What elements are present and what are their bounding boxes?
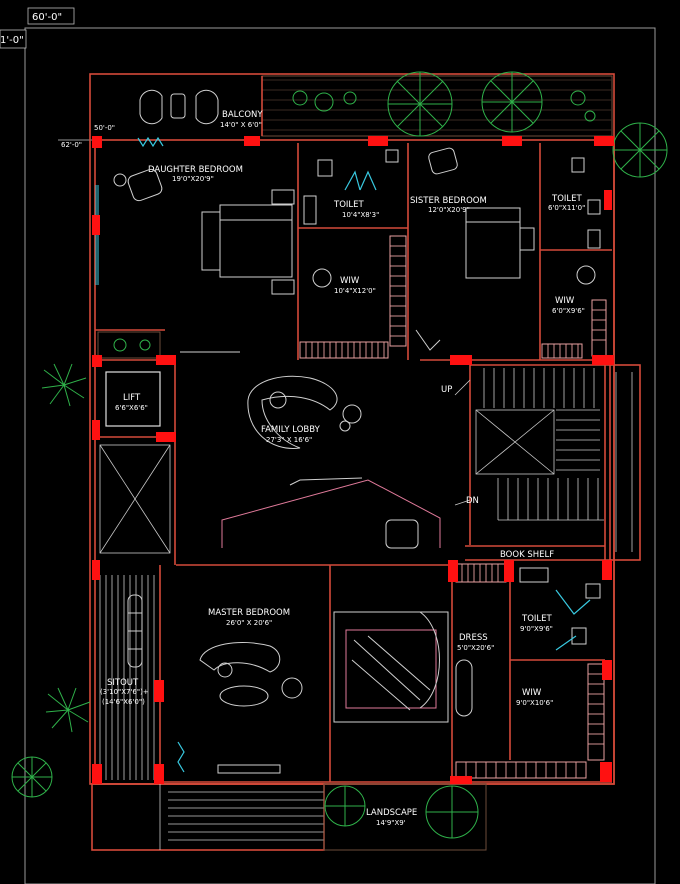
dim-balcony: 50'-0" bbox=[94, 124, 115, 132]
sitout-deck bbox=[99, 575, 155, 780]
balcony-window bbox=[137, 136, 164, 148]
palm-icon bbox=[41, 363, 87, 407]
sitout-size-2: (14'6"X6'0") bbox=[102, 698, 145, 706]
wiw-3-label: WIW bbox=[522, 688, 542, 698]
toilet-2-fixtures bbox=[571, 157, 601, 249]
plot-boundary bbox=[24, 27, 656, 884]
wiw-2-label: WIW bbox=[555, 296, 575, 306]
sitout-size-1: (3'10"X7'6")+ bbox=[100, 688, 149, 696]
master-sofa bbox=[199, 641, 303, 707]
wiw-1-shelf bbox=[299, 235, 407, 359]
master-window bbox=[177, 741, 185, 773]
landscape-label: LANDSCAPE bbox=[366, 808, 417, 818]
master-bed bbox=[333, 611, 449, 723]
balcony-plants bbox=[292, 90, 596, 122]
master-bedroom-label: MASTER BEDROOM bbox=[208, 608, 290, 618]
tree-icon bbox=[425, 785, 479, 839]
front-deck bbox=[91, 783, 325, 851]
dress-bench bbox=[455, 659, 473, 717]
master-console bbox=[217, 764, 281, 774]
wiw-1-size: 10'4"X12'0" bbox=[334, 287, 376, 295]
wiw-1-label: WIW bbox=[340, 276, 360, 286]
toilet-3-fixtures bbox=[519, 567, 601, 651]
stair-door bbox=[415, 329, 441, 351]
landscape-size: 14'9"X9' bbox=[376, 819, 406, 827]
daughter-bedroom-size: 19'0"X20'9" bbox=[172, 175, 214, 183]
wiw-1-stool bbox=[312, 268, 332, 288]
toilet-2-label: TOILET bbox=[551, 194, 582, 204]
tree-icon bbox=[612, 122, 668, 178]
wiw-3-shelves bbox=[455, 563, 605, 779]
tree-icon bbox=[387, 71, 453, 137]
staircase bbox=[454, 368, 604, 521]
planter-plant bbox=[113, 338, 127, 352]
dim-tag-left bbox=[0, 29, 27, 49]
sitout-label: SITOUT bbox=[107, 678, 139, 688]
lift-shaft bbox=[105, 371, 161, 427]
tree-icon bbox=[481, 71, 543, 133]
toilet-3-label: TOILET bbox=[521, 614, 552, 624]
family-lobby-label: FAMILY LOBBY bbox=[261, 425, 321, 435]
wiw-3-size: 9'0"X10'6" bbox=[516, 699, 553, 707]
right-window bbox=[609, 364, 641, 561]
daughter-bedroom-label: DAUGHTER BEDROOM bbox=[148, 165, 243, 175]
lobby-table bbox=[221, 477, 441, 549]
sister-bed bbox=[465, 207, 535, 279]
toilet-3-size: 9'0"X9'6" bbox=[520, 625, 553, 633]
void-cross bbox=[99, 444, 171, 554]
balcony-seating bbox=[139, 89, 219, 125]
lift-size: 6'6"X6'6" bbox=[115, 404, 148, 412]
dim-left: 1'-0" bbox=[0, 35, 24, 46]
planter-strip bbox=[261, 75, 613, 137]
dim-side: 62'-0" bbox=[61, 141, 82, 149]
lift-label: LIFT bbox=[123, 393, 141, 403]
family-lobby-size: 27'3" X 16'6" bbox=[266, 436, 312, 444]
stair-up-label: UP bbox=[441, 385, 452, 395]
sister-bedroom-label: SISTER BEDROOM bbox=[410, 196, 487, 206]
lobby-sofa bbox=[247, 375, 362, 449]
wiw-2-stool bbox=[576, 265, 596, 285]
balcony-label: BALCONY bbox=[222, 110, 263, 120]
toilet-1-size: 10'4"X8'3" bbox=[342, 211, 379, 219]
stair-dn-label: DN bbox=[466, 496, 479, 506]
daughter-bed bbox=[201, 189, 295, 295]
sister-bedroom-size: 12'0"X20'9" bbox=[428, 206, 470, 214]
dress-label: DRESS bbox=[459, 633, 488, 643]
balcony-size: 14'0" X 6'0" bbox=[220, 121, 262, 129]
planter-box bbox=[97, 331, 161, 359]
book-shelf-label: BOOK SHELF bbox=[500, 550, 554, 560]
dim-top: 60'-0" bbox=[32, 12, 62, 23]
dress-size: 5'0"X20'6" bbox=[457, 644, 494, 652]
interior-walls bbox=[95, 143, 612, 783]
tree-icon bbox=[324, 785, 366, 827]
toilet-1-fixtures bbox=[303, 149, 399, 225]
palm-icon bbox=[45, 687, 91, 733]
daughter-chair bbox=[113, 168, 163, 202]
landscape-bed bbox=[323, 783, 487, 851]
dim-tag-top bbox=[27, 7, 75, 25]
sister-chair bbox=[428, 147, 458, 175]
master-bedroom-size: 26'0" X 20'6" bbox=[226, 619, 272, 627]
toilet-2-size: 6'0"X11'0" bbox=[548, 204, 585, 212]
planter-plant bbox=[139, 339, 151, 351]
building-outline bbox=[89, 73, 615, 785]
wiw-2-size: 6'0"X9'6" bbox=[552, 307, 585, 315]
columns bbox=[92, 136, 614, 784]
tree-icon bbox=[11, 756, 53, 798]
toilet-1-label: TOILET bbox=[333, 200, 364, 210]
